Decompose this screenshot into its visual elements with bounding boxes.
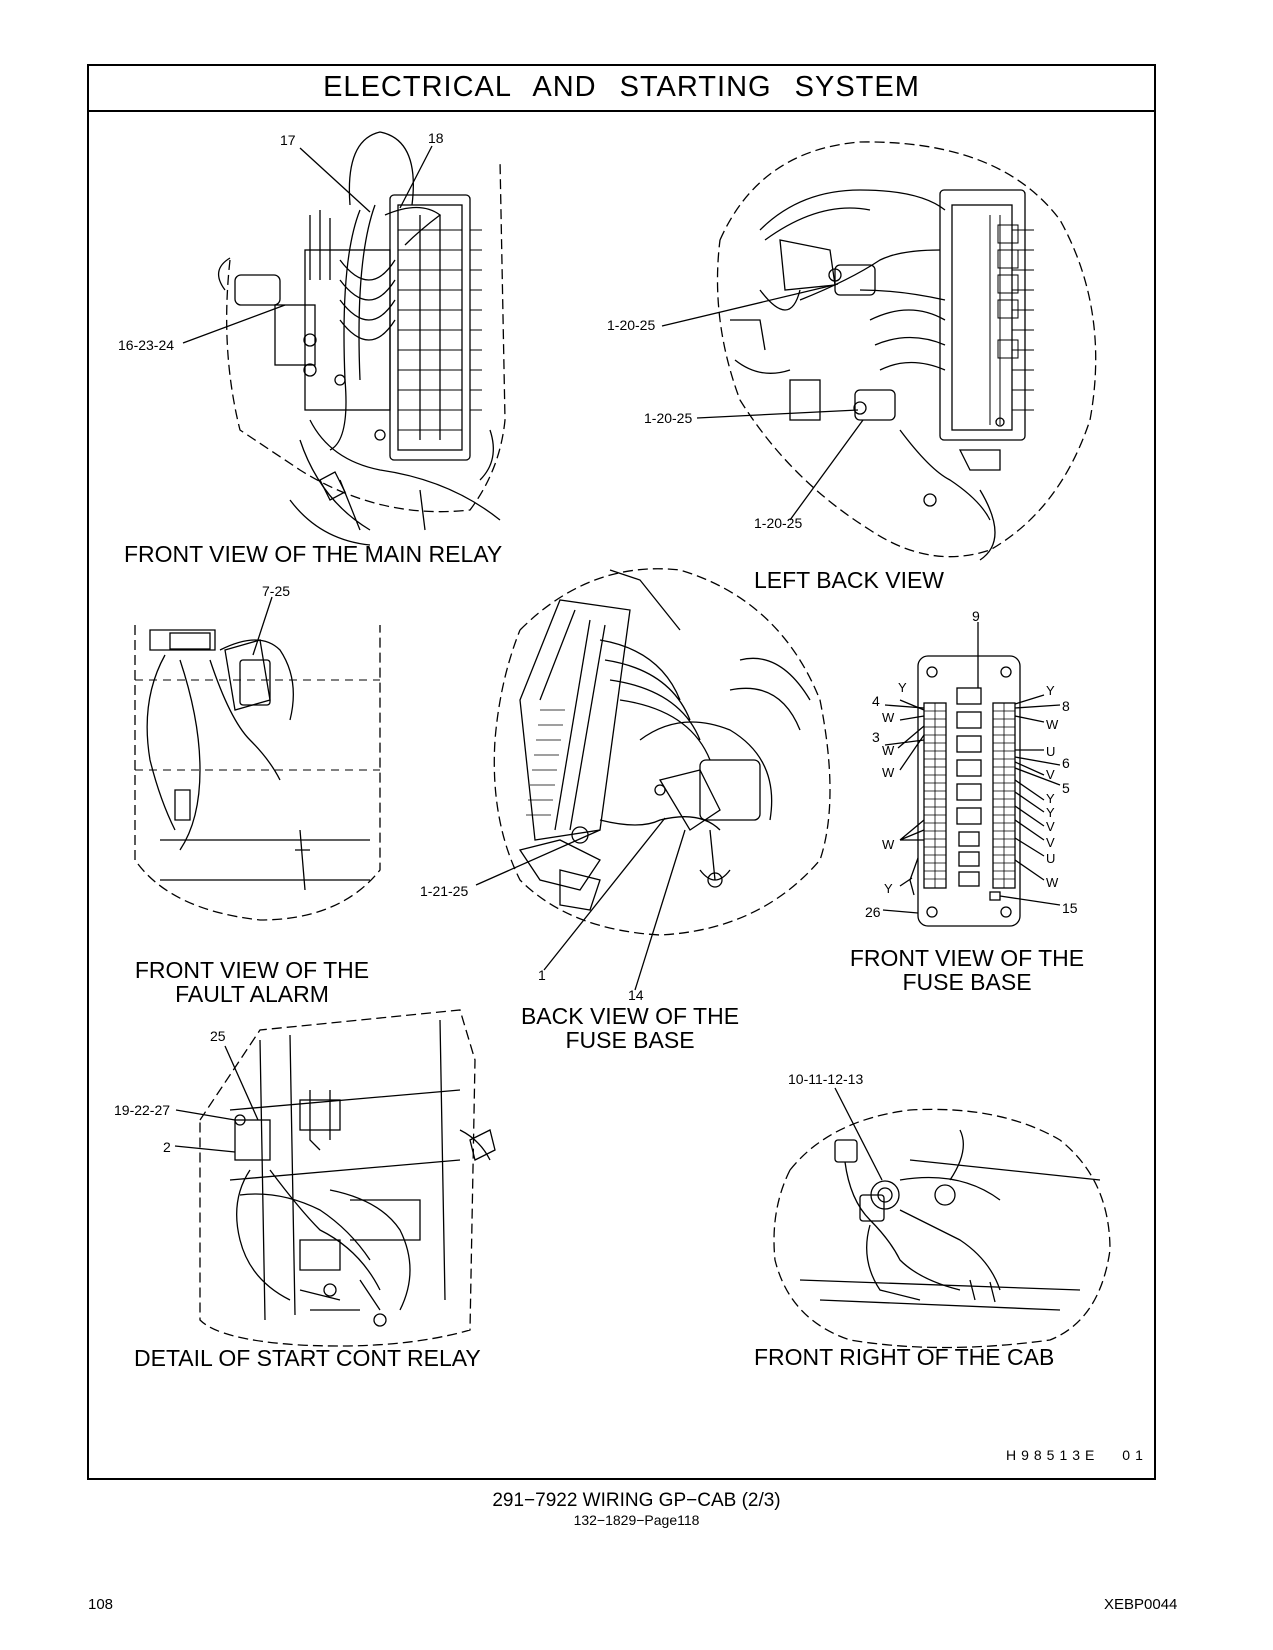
wire-code-left-6: Y: [884, 881, 893, 896]
caption-fault-alarm-line1: FRONT VIEW OF THE: [134, 957, 370, 983]
wire-code-left-5: W: [882, 837, 895, 852]
fuse-back-illustration: [493, 568, 831, 936]
wire-code-right-9: U: [1046, 851, 1056, 866]
callout-9: 9: [972, 608, 980, 624]
footer-subtitle: 132−1829−Page118: [573, 1512, 700, 1528]
wire-code-right-1: Y: [1046, 683, 1055, 698]
wire-code-right-7: V: [1046, 819, 1055, 834]
callout-6: 6: [1062, 755, 1070, 771]
figure-id: H98513E 01: [1006, 1447, 1148, 1463]
callout-4: 4: [872, 693, 880, 709]
caption-start-relay: DETAIL OF START CONT RELAY: [134, 1345, 481, 1371]
caption-fault-alarm: FRONT VIEW OF THE FAULT ALARM: [124, 958, 380, 1006]
figure-id-rev: 01: [1122, 1447, 1148, 1463]
main-relay-illustration: [218, 131, 506, 546]
fuse-front-illustration: [882, 655, 1061, 927]
callout-17: 17: [280, 132, 296, 148]
page-number: 108: [88, 1596, 114, 1613]
caption-fuse-back-line2: FUSE BASE: [565, 1027, 695, 1053]
drawing-frame: [87, 64, 1156, 1480]
callout-1: 1: [538, 967, 546, 983]
wire-code-right-2: W: [1046, 717, 1059, 732]
caption-main-relay: FRONT VIEW OF THE MAIN RELAY: [124, 541, 503, 567]
callout-19-22-27: 19-22-27: [114, 1102, 171, 1118]
callout-3: 3: [872, 729, 880, 745]
wire-code-right-10: W: [1046, 875, 1059, 890]
callout-14: 14: [628, 987, 644, 1003]
wire-code-left-1: Y: [898, 680, 907, 695]
callout-26: 26: [865, 904, 881, 920]
wire-code-left-4: W: [882, 765, 895, 780]
caption-fault-alarm-line2: FAULT ALARM: [175, 981, 329, 1007]
front-right-cab-illustration: [773, 1108, 1111, 1349]
callout-10-11-12-13: 10-11-12-13: [788, 1071, 864, 1087]
callout-1-20-25-a: 1-20-25: [607, 317, 656, 333]
callout-18: 18: [428, 130, 444, 146]
start-relay-illustration: [199, 1009, 496, 1347]
callout-8: 8: [1062, 698, 1070, 714]
callout-16-23-24: 16-23-24: [118, 337, 175, 353]
callout-leaders: [174, 145, 979, 1181]
wire-code-right-8: V: [1046, 835, 1055, 850]
wire-code-left-3: W: [882, 743, 895, 758]
caption-left-back: LEFT BACK VIEW: [754, 567, 945, 593]
callout-1-20-25-b: 1-20-25: [644, 410, 693, 426]
callout-1-20-25-c: 1-20-25: [754, 515, 803, 531]
callout-2: 2: [163, 1139, 171, 1155]
caption-fuse-back: BACK VIEW OF THE FUSE BASE: [508, 1004, 752, 1052]
page-title: ELECTRICAL AND STARTING SYSTEM: [87, 64, 1156, 112]
wire-code-left-2: W: [882, 710, 895, 725]
callout-7-25: 7-25: [262, 583, 291, 599]
fault-alarm-illustration: [134, 625, 381, 921]
wire-code-right-3: U: [1046, 744, 1056, 759]
wire-code-right-6: Y: [1046, 805, 1055, 820]
caption-front-right-cab: FRONT RIGHT OF THE CAB: [754, 1344, 1055, 1370]
wire-code-right-5: Y: [1046, 791, 1055, 806]
caption-fuse-front-line1: FRONT VIEW OF THE: [849, 945, 1085, 971]
wire-code-right-4: V: [1046, 767, 1055, 782]
document-id: XEBP0044: [1104, 1596, 1178, 1613]
callout-15: 15: [1062, 900, 1078, 916]
caption-fuse-back-line1: BACK VIEW OF THE: [520, 1003, 740, 1029]
footer-title: 291−7922 WIRING GP−CAB (2/3): [492, 1490, 781, 1511]
left-back-illustration: [716, 141, 1097, 561]
callout-1-21-25: 1-21-25: [420, 883, 469, 899]
figure-id-code: H98513E: [1006, 1447, 1100, 1463]
callout-25: 25: [210, 1028, 226, 1044]
caption-fuse-front-line2: FUSE BASE: [902, 969, 1032, 995]
callout-5: 5: [1062, 780, 1070, 796]
caption-fuse-front: FRONT VIEW OF THE FUSE BASE: [838, 946, 1096, 994]
